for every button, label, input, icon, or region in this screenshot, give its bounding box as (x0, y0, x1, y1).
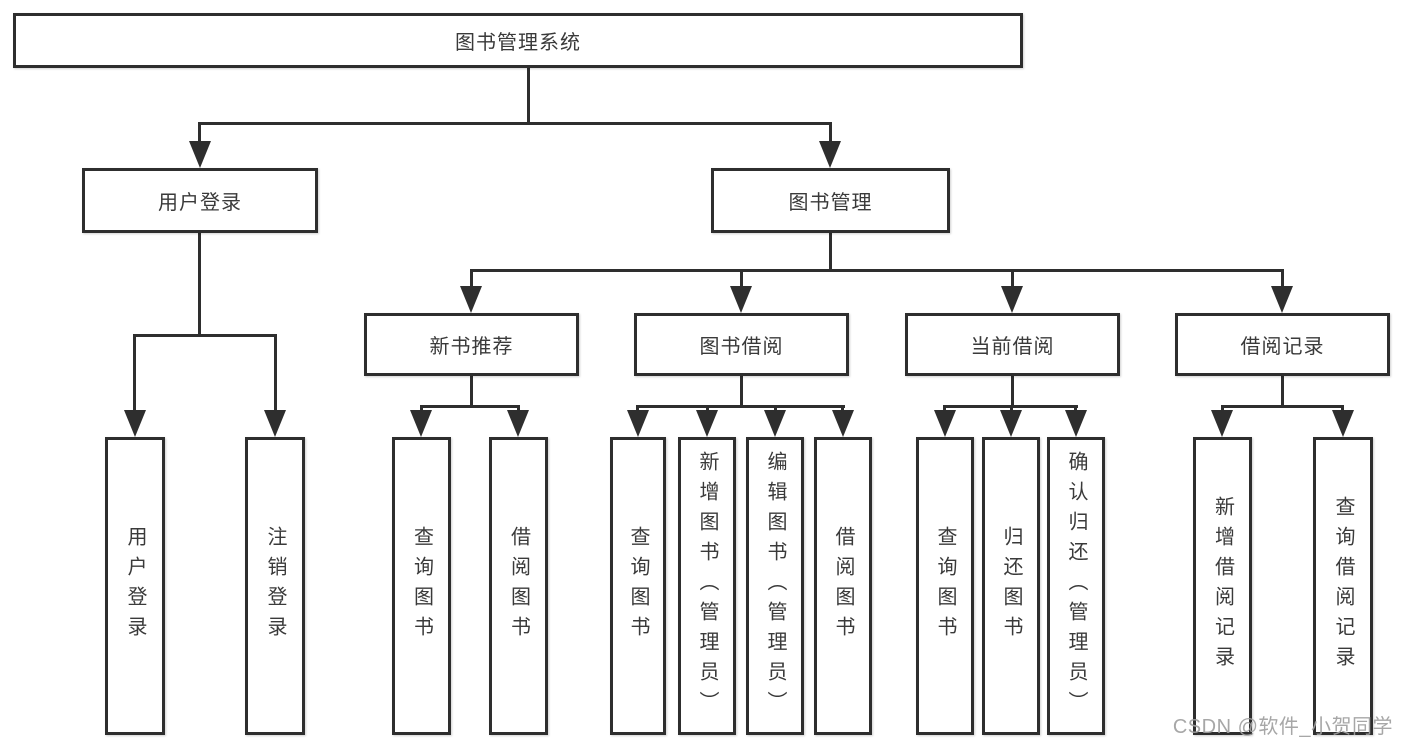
connector-br-stem-1 (1221, 405, 1224, 414)
connector-bb-stem-4 (841, 405, 844, 414)
connector-cb-stem-3 (1074, 405, 1077, 414)
node-leaf-logout: 注销登录 (245, 437, 305, 735)
watermark: CSDN @软件_小贺同学 (1172, 716, 1393, 738)
node-leaf-nb-query-books: 查询图书 (392, 437, 451, 735)
node-leaf-cb-return-books-label: 归还图书 (1000, 526, 1022, 646)
node-leaf-cb-query-books: 查询图书 (916, 437, 974, 735)
connector-level3-stem-1 (470, 269, 473, 291)
connector-br-rail (1221, 405, 1344, 408)
node-leaf-user-login-label: 用户登录 (124, 526, 146, 646)
connector-root-stem (527, 67, 530, 125)
arrowhead-bb-edit-book (764, 410, 786, 437)
node-leaf-br-query-record-label: 查询借阅记录 (1332, 496, 1354, 676)
node-leaf-logout-label: 注销登录 (264, 526, 286, 646)
connector-bookmgmt-stem (829, 233, 832, 272)
arrowhead-borrow-records (1271, 286, 1293, 313)
node-leaf-cb-return-books: 归还图书 (982, 437, 1040, 735)
node-leaf-bb-add-book-admin-label: 新增图书（管理员） (696, 451, 718, 721)
connector-bb-stem-3 (774, 405, 777, 414)
node-leaf-nb-borrow-books: 借阅图书 (489, 437, 548, 735)
arrowhead-book-borrow (730, 286, 752, 313)
node-leaf-br-add-record: 新增借阅记录 (1193, 437, 1252, 735)
arrowhead-cb-confirm-return (1065, 410, 1087, 437)
connector-level2-stem-left (198, 122, 201, 146)
node-book-borrow-label: 图书借阅 (699, 336, 784, 358)
node-leaf-cb-confirm-return-admin: 确认归还（管理员） (1047, 437, 1105, 735)
node-leaf-bb-borrow-books-label: 借阅图书 (832, 526, 854, 646)
connector-bb-rail (636, 405, 845, 408)
arrowhead-user-login (189, 141, 211, 168)
node-leaf-cb-query-books-label: 查询图书 (934, 526, 956, 646)
node-leaf-bb-edit-book-admin: 编辑图书（管理员） (746, 437, 804, 735)
connector-nb-rail (420, 405, 520, 408)
connector-cb-stem-1 (943, 405, 946, 414)
node-book-management: 图书管理 (711, 168, 950, 233)
arrowhead-book-management (819, 141, 841, 168)
arrowhead-nb-borrow-books (507, 410, 529, 437)
node-new-book-recommend: 新书推荐 (364, 313, 579, 376)
connector-userlogin-stem-left (133, 334, 136, 414)
connector-level3-rail (470, 269, 1284, 272)
connector-br-stem-2 (1341, 405, 1344, 414)
node-borrow-records: 借阅记录 (1175, 313, 1390, 376)
connector-nb-stem (470, 375, 473, 407)
connector-cb-stem-2 (1010, 405, 1013, 414)
connector-userlogin-stem (198, 232, 201, 336)
connector-level3-stem-4 (1281, 269, 1284, 291)
arrowhead-bb-borrow-books (832, 410, 854, 437)
arrowhead-cb-query-books (934, 410, 956, 437)
connector-level3-stem-3 (1011, 269, 1014, 291)
connector-level2-rail (198, 122, 832, 125)
node-root: 图书管理系统 (13, 13, 1023, 68)
node-current-borrow: 当前借阅 (905, 313, 1120, 376)
arrowhead-cb-return-books (1000, 410, 1022, 437)
node-new-book-recommend-label: 新书推荐 (429, 336, 514, 358)
node-borrow-records-label: 借阅记录 (1240, 336, 1325, 358)
connector-userlogin-stem-right (274, 334, 277, 414)
node-leaf-nb-borrow-books-label: 借阅图书 (507, 526, 530, 646)
node-root-label: 图书管理系统 (455, 32, 581, 54)
node-leaf-cb-confirm-return-admin-label: 确认归还（管理员） (1065, 451, 1087, 721)
arrowhead-bb-query-books (627, 410, 649, 437)
connector-nb-stem-2 (517, 405, 520, 414)
node-current-borrow-label: 当前借阅 (970, 336, 1055, 358)
connector-bb-stem-2 (706, 405, 709, 414)
arrowhead-current-borrow (1001, 286, 1023, 313)
node-user-login-label: 用户登录 (158, 192, 242, 214)
arrowhead-leaf-logout (264, 410, 286, 437)
node-leaf-bb-edit-book-admin-label: 编辑图书（管理员） (764, 451, 786, 721)
connector-bb-stem-1 (636, 405, 639, 414)
connector-cb-stem (1011, 375, 1014, 407)
node-leaf-bb-add-book-admin: 新增图书（管理员） (678, 437, 736, 735)
node-leaf-bb-borrow-books: 借阅图书 (814, 437, 872, 735)
node-user-login: 用户登录 (82, 168, 318, 233)
node-leaf-nb-query-books-label: 查询图书 (410, 526, 433, 646)
node-leaf-bb-query-books: 查询图书 (610, 437, 666, 735)
arrowhead-br-add-record (1211, 410, 1233, 437)
node-leaf-br-add-record-label: 新增借阅记录 (1211, 496, 1234, 676)
arrowhead-nb-query-books (410, 410, 432, 437)
arrowhead-new-book-recommend (460, 286, 482, 313)
arrowhead-leaf-user-login (124, 410, 146, 437)
node-book-borrow: 图书借阅 (634, 313, 849, 376)
arrowhead-br-query-record (1332, 410, 1354, 437)
arrowhead-bb-add-book (696, 410, 718, 437)
connector-br-stem (1281, 375, 1284, 407)
node-leaf-br-query-record: 查询借阅记录 (1313, 437, 1373, 735)
connector-level2-stem-right (829, 122, 832, 146)
connector-nb-stem-1 (420, 405, 423, 414)
node-leaf-bb-query-books-label: 查询图书 (627, 526, 649, 646)
connector-userlogin-rail (133, 334, 277, 337)
node-book-management-label: 图书管理 (788, 192, 873, 214)
connector-level3-stem-2 (740, 269, 743, 291)
connector-bb-stem (740, 375, 743, 407)
node-leaf-user-login: 用户登录 (105, 437, 165, 735)
